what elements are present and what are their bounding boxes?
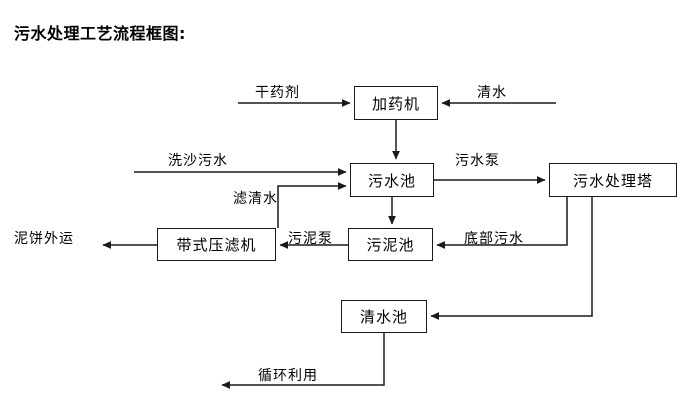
node-dosing-machine[interactable]: 加药机 xyxy=(354,86,438,120)
edge-label-recycle-use: 循环利用 xyxy=(258,368,318,384)
edge-label-filtrate-water: 滤清水 xyxy=(233,191,278,207)
edge-label-bottom-sewage: 底部污水 xyxy=(464,231,524,247)
node-belt-filter-press[interactable]: 带式压滤机 xyxy=(157,228,276,261)
edge-label-sand-wash-sewage: 洗沙污水 xyxy=(168,153,228,169)
edge-tower-to-clear-pool xyxy=(430,197,593,320)
page-title: 污水处理工艺流程框图: xyxy=(14,24,186,43)
edge-label-mud-cake-out: 泥饼外运 xyxy=(14,231,74,247)
node-clear-water-pool[interactable]: 清水池 xyxy=(341,300,427,333)
edge-label-clean-water: 清水 xyxy=(477,85,507,101)
node-sludge-pool[interactable]: 污泥池 xyxy=(348,228,433,261)
edge-label-sludge-pump: 污泥泵 xyxy=(288,231,333,247)
node-treatment-tower[interactable]: 污水处理塔 xyxy=(549,163,677,197)
edge-label-dry-agent: 干药剂 xyxy=(255,85,300,101)
node-sewage-pool[interactable]: 污水池 xyxy=(350,163,434,197)
edge-label-sewage-pump: 污水泵 xyxy=(455,153,500,169)
edge-filtrate-to-sewage-pool xyxy=(277,182,347,228)
